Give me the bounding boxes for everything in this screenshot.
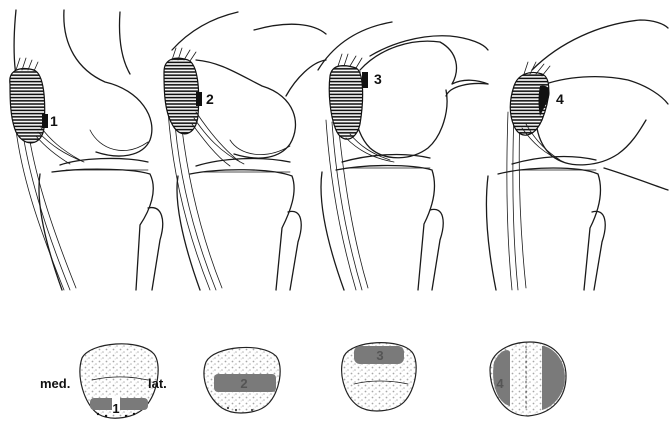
patella-view-4: 4	[490, 342, 566, 416]
knee-panel-3: 3	[318, 22, 488, 290]
view-label-3: 3	[376, 348, 383, 363]
knee-panel-4: 4	[486, 20, 668, 290]
patella-3	[329, 66, 362, 140]
contact-area-1	[42, 114, 48, 128]
knee-panel-1: 1	[10, 10, 163, 290]
panel-label-1: 1	[50, 113, 58, 129]
patella-1	[10, 69, 45, 143]
knee-panel-2: 2	[164, 12, 326, 290]
contact-area-3	[362, 72, 368, 88]
contact-area-view-4b	[542, 346, 565, 410]
patella-view-2: 2	[204, 347, 280, 412]
view-label-1: 1	[112, 401, 119, 416]
view-label-4: 4	[496, 376, 504, 391]
panel-label-4: 4	[556, 91, 564, 107]
panel-label-3: 3	[374, 71, 382, 87]
patella-view-3: 3	[342, 343, 416, 411]
medial-label: med.	[40, 376, 70, 391]
lateral-label: lat.	[148, 376, 167, 391]
contact-area-2	[196, 92, 202, 106]
view-label-2: 2	[240, 376, 247, 391]
panel-label-2: 2	[206, 91, 214, 107]
patella-view-1: 1	[80, 344, 158, 418]
